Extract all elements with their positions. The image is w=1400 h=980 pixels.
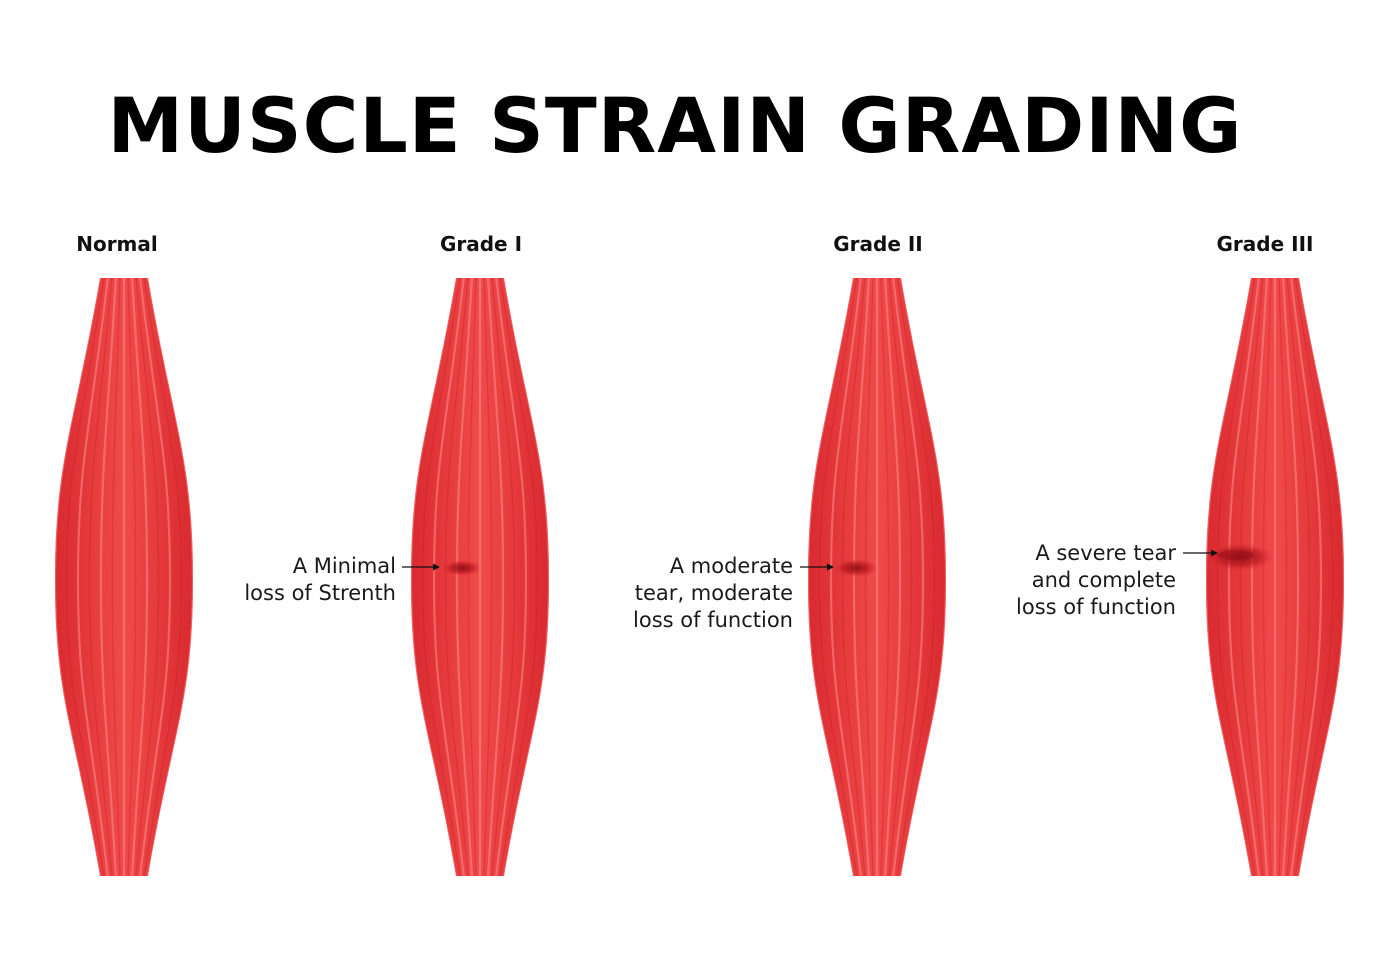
muscle-grade-2 [808,278,946,876]
grade-label-grade-2: Grade II [833,232,923,256]
pointer-arrow-grade-2 [800,563,834,571]
annotation-grade-3-line-3: loss of function [1016,595,1176,619]
annotation-grade-3-line-1: A severe tear [1035,541,1176,565]
annotation-grade-1-line-2: loss of Strenth [244,581,396,605]
muscle-grade-3 [1206,278,1344,876]
tear-mark-grade-1 [442,560,482,576]
grade-label-grade-1: Grade I [439,232,523,256]
annotation-grade-2-line-1: A moderate [669,554,793,578]
annotation-grade-2: A moderate tear, moderate loss of functi… [533,553,793,634]
pointer-arrow-grade-1 [402,563,440,571]
annotation-grade-2-line-3: loss of function [633,608,793,632]
grade-label-normal: Normal [76,232,158,256]
tear-mark-grade-2 [834,559,878,577]
page-title: MUSCLE STRAIN GRADING [107,81,1243,170]
annotation-grade-3: A severe tear and complete loss of funct… [916,540,1176,621]
annotation-grade-1-line-1: A Minimal [292,554,396,578]
tear-core-grade-3 [1218,550,1254,560]
annotation-grade-1: A Minimal loss of Strenth [136,553,396,607]
annotation-grade-2-line-2: tear, moderate [634,581,793,605]
pointer-arrow-grade-3 [1183,549,1218,557]
muscle-grade-1 [411,278,549,876]
grade-label-grade-3: Grade III [1216,232,1314,256]
annotation-grade-3-line-2: and complete [1031,568,1176,592]
muscle-normal [55,278,193,876]
